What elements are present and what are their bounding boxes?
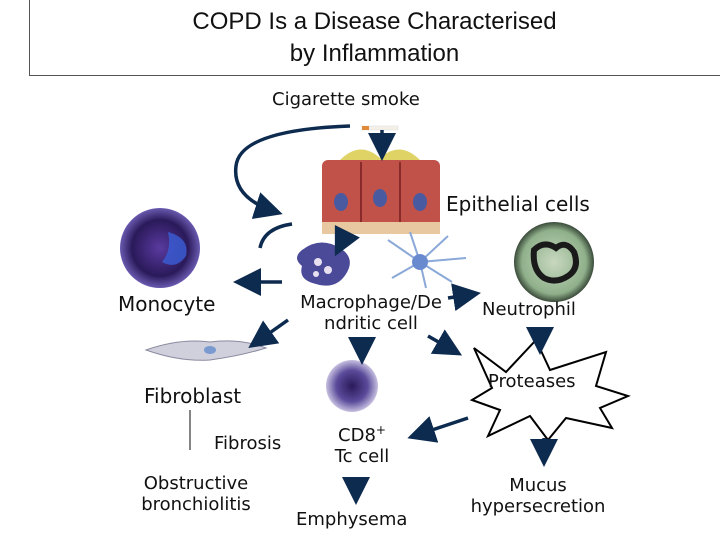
fibroblast-cell-icon — [144, 340, 268, 361]
cd8-tc-cell-icon — [326, 360, 378, 412]
epithelial-cells-icon — [322, 149, 440, 234]
label-cd8-line-2: Tc cell — [334, 445, 390, 467]
monocyte-cell-icon — [120, 208, 200, 288]
arrow-epithelium-curve-lower — [258, 222, 293, 249]
label-epithelial-cells: Epithelial cells — [446, 192, 590, 216]
label-macrophage-line-1: Macrophage/De — [300, 292, 442, 313]
label-monocyte: Monocyte — [118, 292, 216, 316]
arrow-smoke-curve-upper — [233, 124, 351, 219]
label-macrophage-dendritic-cell: Macrophage/De ndritic cell — [288, 292, 454, 334]
arrow-epithelium-to-macrophage — [334, 224, 360, 257]
label-emphysema: Emphysema — [296, 509, 408, 530]
dendritic-cell-icon — [387, 231, 467, 289]
title-line-1: COPD Is a Disease Characterised — [192, 8, 557, 35]
title-frame — [29, 0, 720, 76]
label-obstructive-line-1: Obstructive — [143, 473, 249, 494]
label-fibrosis: Fibrosis — [214, 433, 282, 454]
label-obstructive-line-2: bronchiolitis — [141, 493, 251, 515]
arrow-macrophage-to-fibroblast — [248, 318, 290, 349]
label-cd8-tc-cell: CD8+ Tc cell — [318, 423, 406, 467]
label-obstructive-bronchiolitis: Obstructive bronchiolitis — [128, 473, 264, 515]
label-cigarette-smoke: Cigarette smoke — [272, 89, 420, 110]
cigarette-icon — [361, 125, 399, 131]
arrow-macrophage-to-proteases — [427, 329, 463, 356]
label-cd8-superscript: + — [375, 423, 386, 437]
label-proteases: Proteases — [488, 371, 576, 392]
arrow-macrophage-to-neutrophil — [447, 283, 481, 312]
title-line-2: by Inflammation — [289, 40, 460, 67]
macrophage-cell-icon — [297, 242, 350, 286]
label-cd8-line-1: CD8 — [338, 425, 376, 446]
label-macrophage-line-2: ndritic cell — [324, 312, 418, 334]
proteases-starburst — [469, 338, 631, 442]
label-mucus-hypersecretion: Mucus hypersecretion — [458, 475, 618, 517]
slide-title: COPD Is a Disease Characterised by Infla… — [29, 6, 720, 70]
label-mucus-line-2: hypersecretion — [470, 495, 606, 517]
neutrophil-cell-icon — [514, 222, 594, 302]
label-mucus-line-1: Mucus — [509, 475, 567, 496]
label-neutrophil: Neutrophil — [482, 299, 576, 320]
label-fibroblast: Fibroblast — [144, 384, 242, 408]
arrow-proteases-to-cd8 — [407, 416, 469, 443]
